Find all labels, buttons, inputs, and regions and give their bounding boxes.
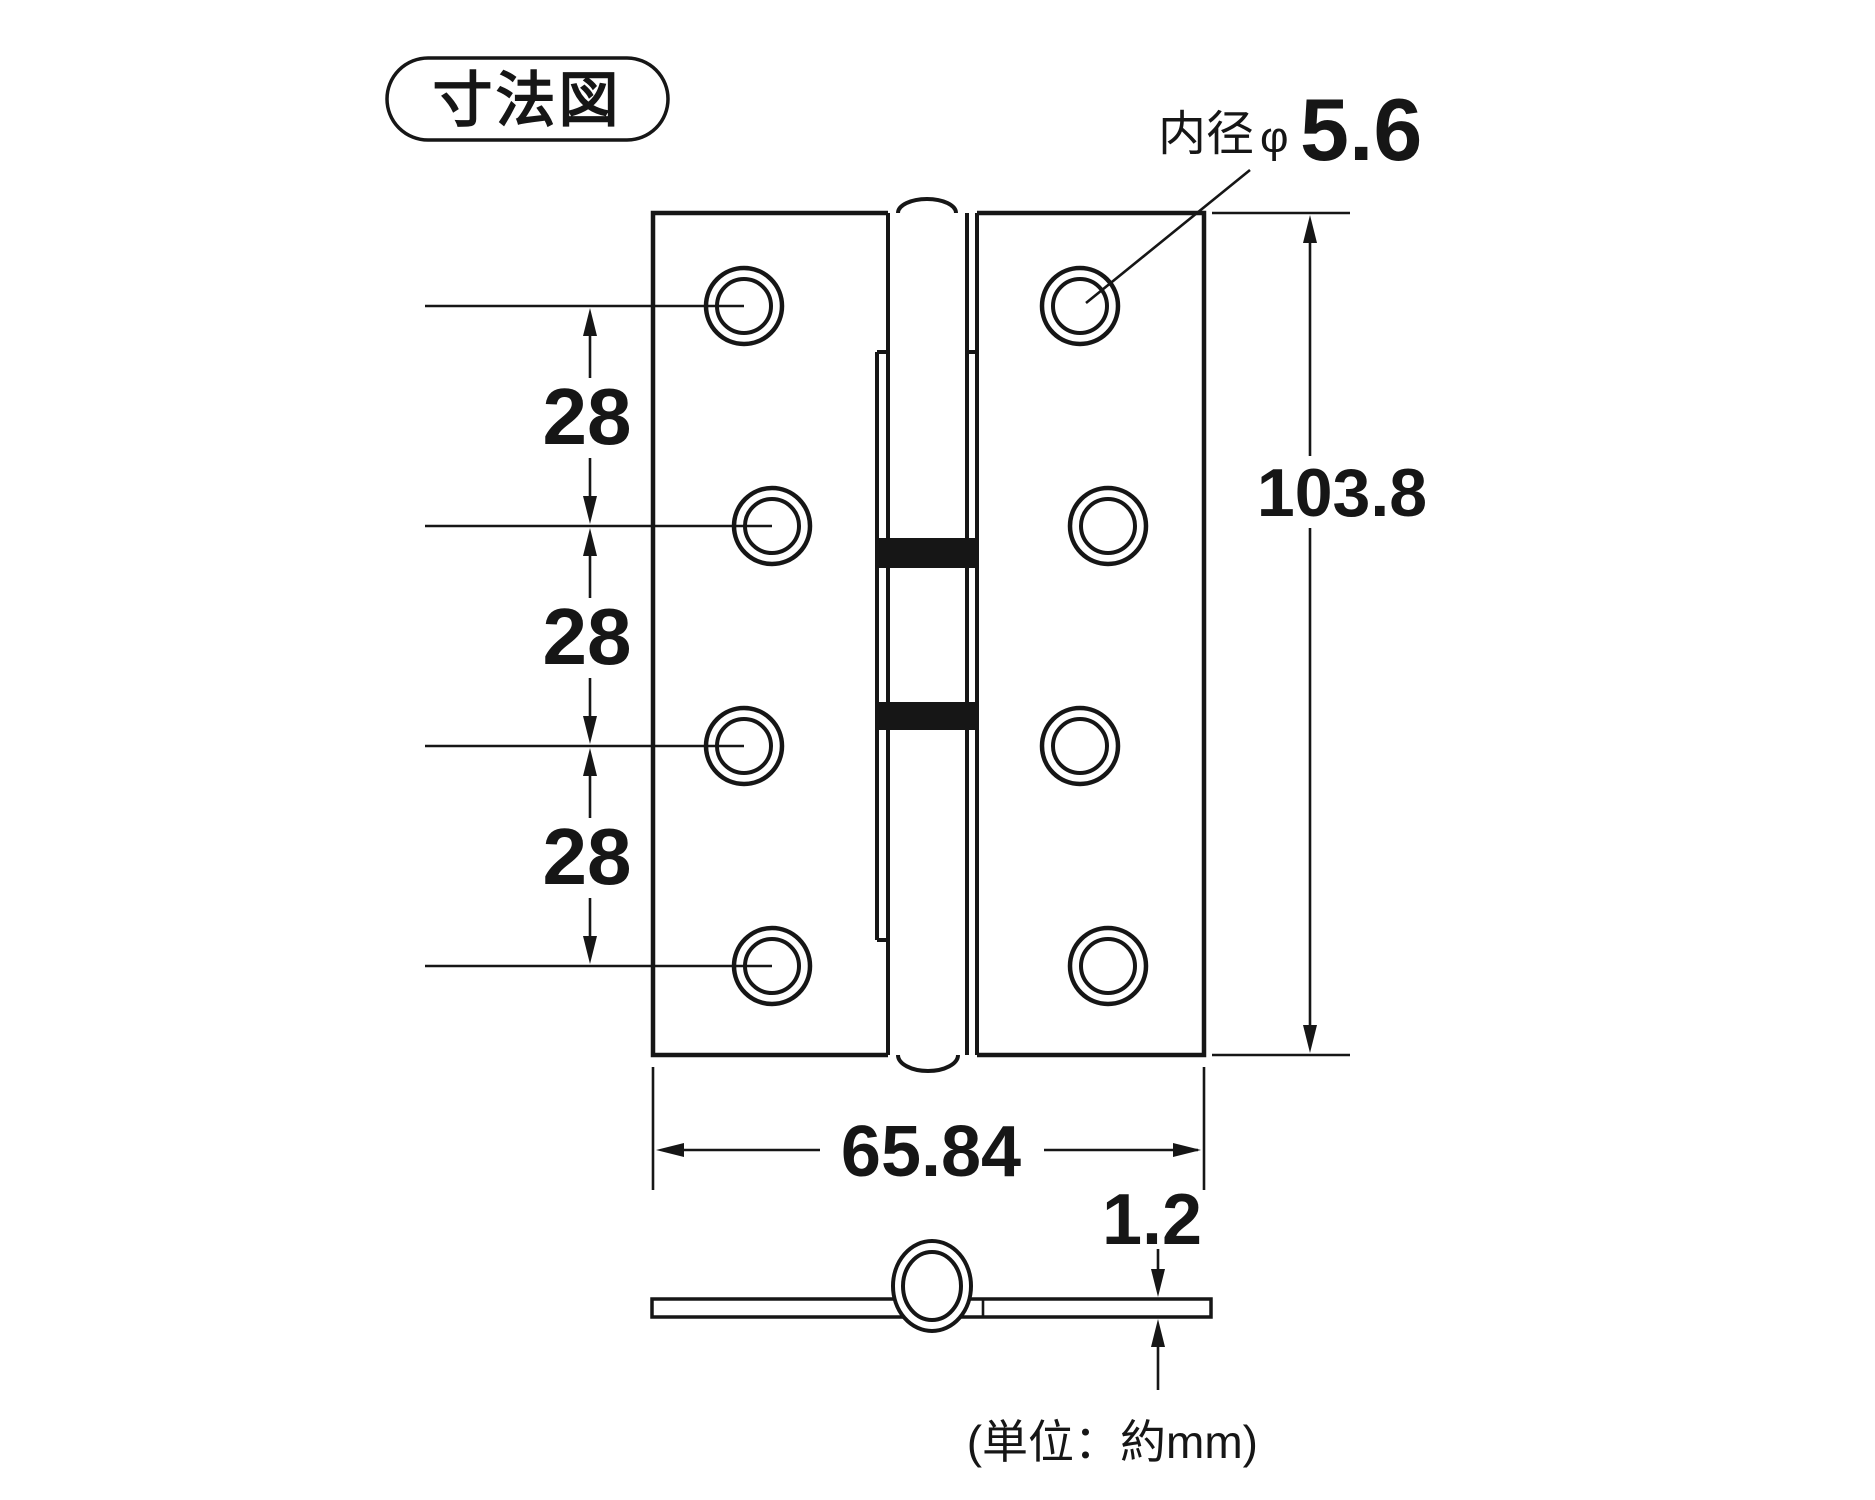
unit-note: (単位：約mm) <box>967 1416 1258 1468</box>
arrow-up-icon <box>583 748 597 776</box>
screw-hole <box>1039 265 1121 347</box>
width-dimension: 65.84 <box>651 1067 1206 1192</box>
spacing-label-2: 28 <box>543 592 632 681</box>
arrow-up-icon <box>1303 215 1317 243</box>
thickness-value: 1.2 <box>1102 1180 1202 1260</box>
width-value: 65.84 <box>841 1112 1021 1192</box>
spacing-label-1: 28 <box>543 372 632 461</box>
left-leaf-outline <box>650 210 888 1058</box>
title-badge-outline <box>385 56 670 142</box>
spacing-dimensions: 28 28 28 <box>425 304 772 968</box>
screw-hole <box>1067 925 1149 1007</box>
pin-bottom-dome <box>896 1054 960 1073</box>
arrow-down-icon <box>583 496 597 524</box>
screw-hole <box>1067 485 1149 567</box>
thickness-dimension: 1.2 <box>1102 1180 1202 1390</box>
inner-diameter-prefix: 内径 <box>1158 108 1254 161</box>
spacing-label-3: 28 <box>543 812 632 901</box>
inner-diameter-value: 5.6 <box>1300 80 1422 179</box>
arrow-right-icon <box>1173 1143 1201 1157</box>
screw-holes-left <box>703 265 813 1007</box>
right-leaf-outline <box>977 210 1207 1058</box>
hinge-front-view <box>650 197 1207 1073</box>
phi-symbol: φ <box>1260 113 1289 162</box>
arrow-down-icon <box>1303 1025 1317 1053</box>
height-value: 103.8 <box>1257 455 1427 531</box>
hinge-side-view <box>650 1239 1213 1333</box>
arrow-down-icon <box>583 716 597 744</box>
leader-line <box>1085 168 1251 305</box>
screw-holes-right <box>1039 265 1149 1007</box>
arrow-left-icon <box>656 1143 684 1157</box>
arrow-up-icon <box>583 308 597 336</box>
barrel-washer-band-upper <box>876 538 978 568</box>
arrow-up-icon <box>1151 1319 1165 1347</box>
pin-top-dome <box>896 197 958 214</box>
title-badge: 寸法図 <box>385 56 670 142</box>
barrel-cross-section-inner <box>901 1250 963 1322</box>
inner-diameter-label: 内径 φ 5.6 <box>1085 80 1422 305</box>
height-dimension: 103.8 <box>1212 211 1427 1057</box>
barrel-washer-band-lower <box>876 702 978 730</box>
hinge-barrel <box>875 197 979 1073</box>
page-title: 寸法図 <box>433 67 622 134</box>
arrow-up-icon <box>583 528 597 556</box>
screw-hole <box>1039 705 1121 787</box>
arrow-down-icon <box>1151 1269 1165 1297</box>
arrow-down-icon <box>583 936 597 964</box>
